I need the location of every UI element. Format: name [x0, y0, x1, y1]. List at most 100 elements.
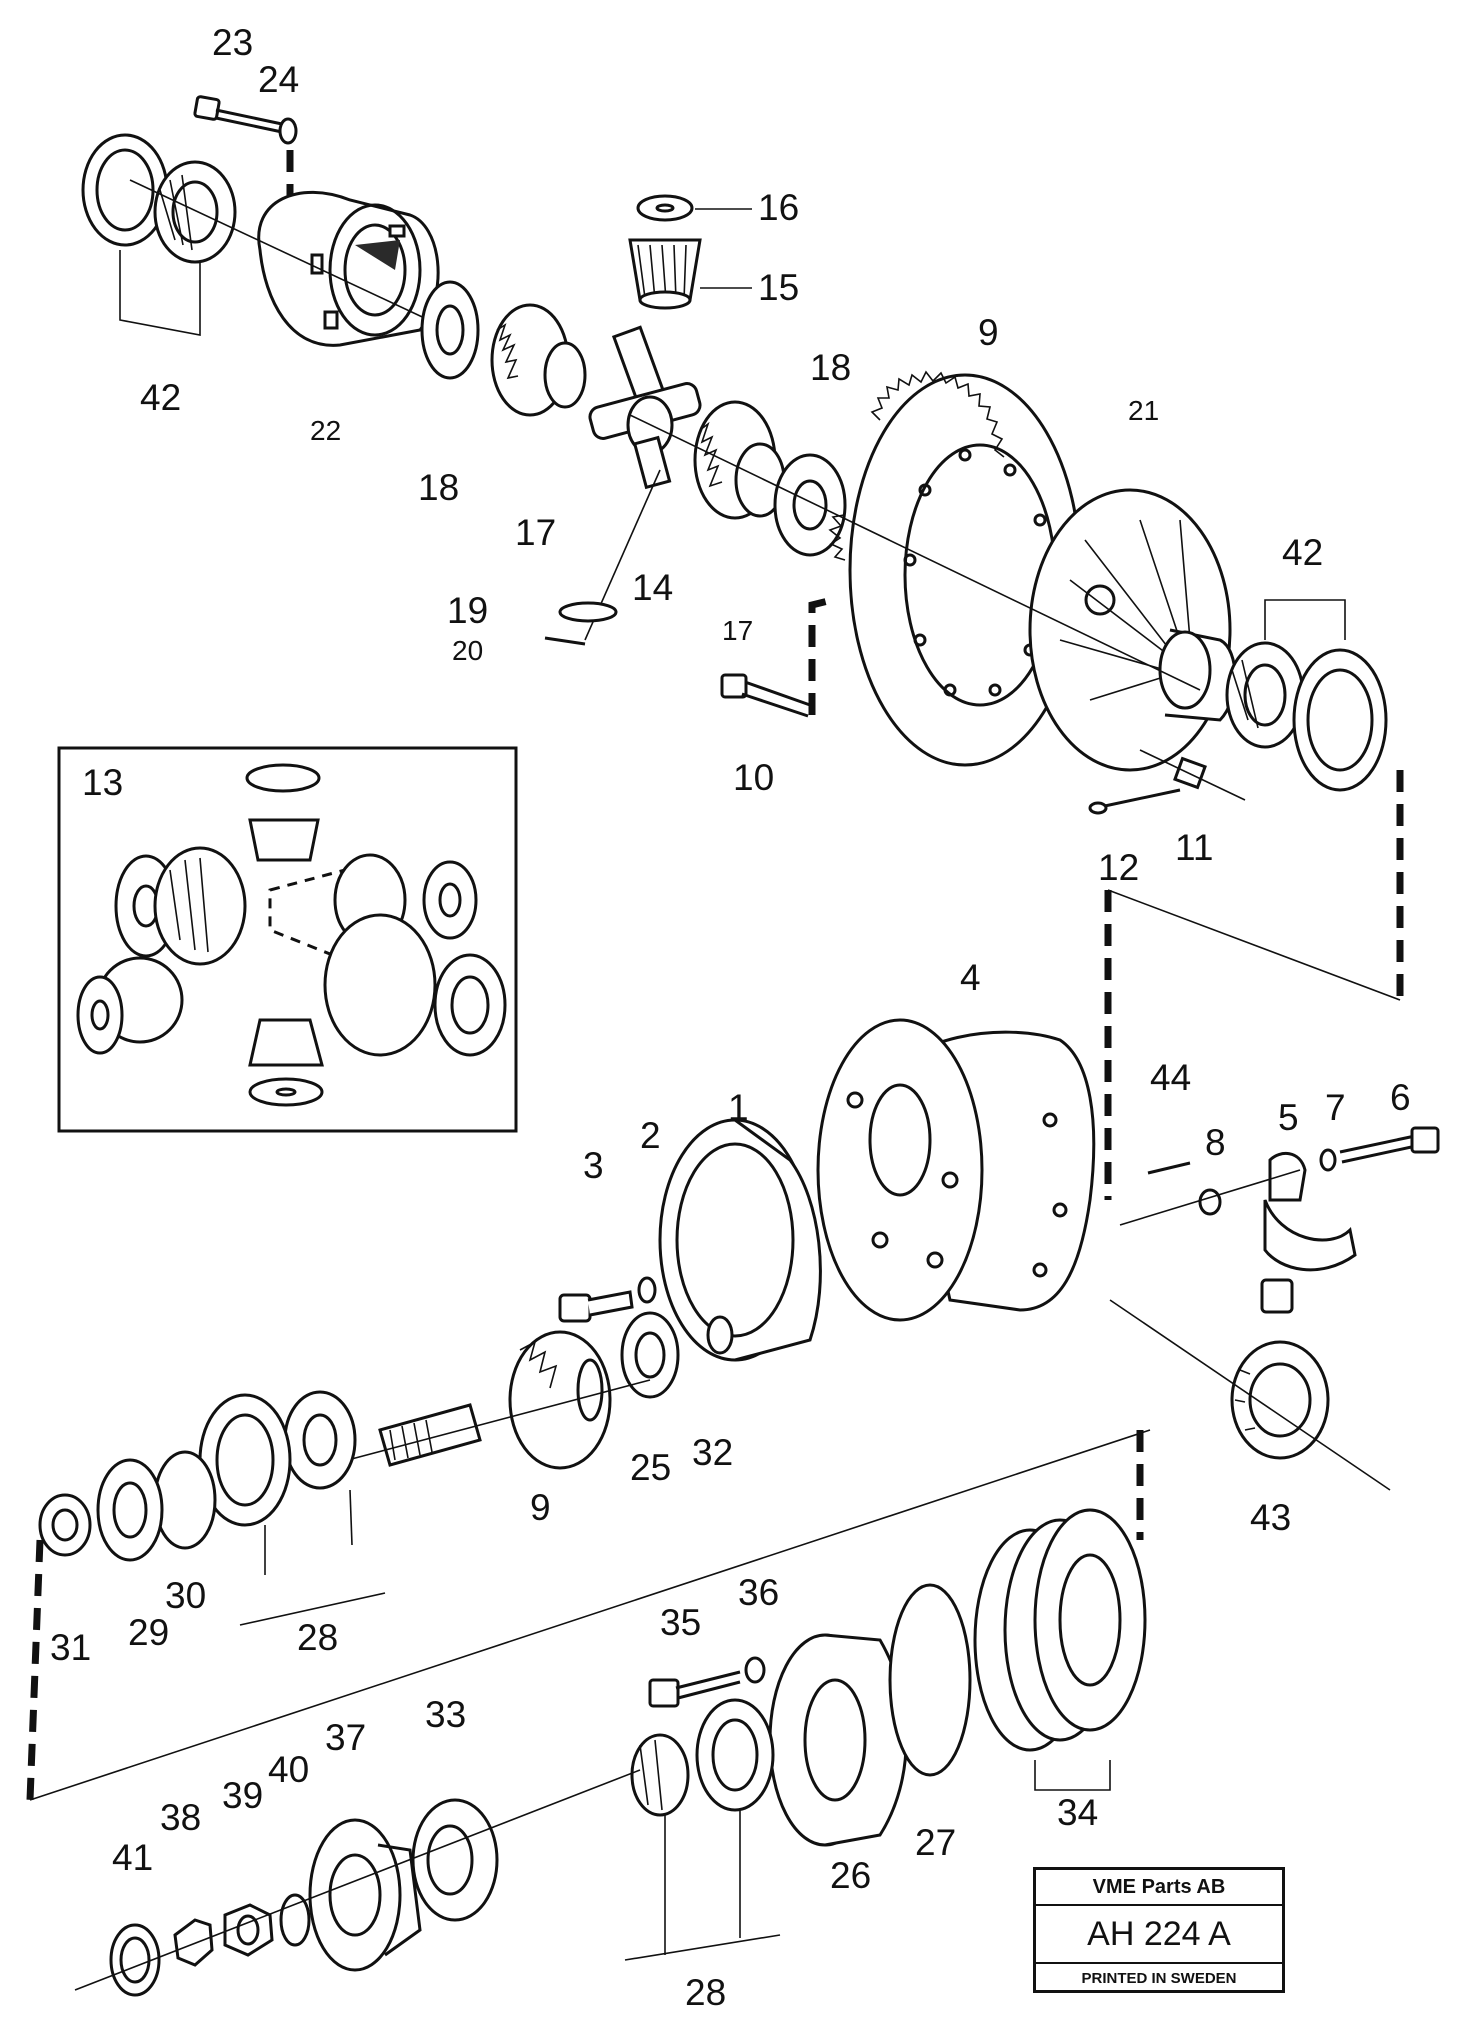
callout-9-lower: 9: [530, 1487, 551, 1528]
callout-33: 33: [425, 1694, 466, 1735]
side-gear-17-left: [490, 303, 587, 417]
callout-32: 32: [692, 1432, 733, 1473]
bearing-cone-28-lower: [630, 1733, 690, 1817]
callout-17-right: 17: [722, 615, 753, 646]
nut-11: [1139, 749, 1246, 801]
callout-18-right: 18: [810, 347, 851, 388]
callout-18-left: 18: [418, 467, 459, 508]
bolt-35: [648, 1670, 741, 1708]
callout-19: 19: [447, 590, 488, 631]
washer-40: [279, 1893, 311, 1947]
callout-3: 3: [583, 1145, 604, 1186]
companion-flange-37: [308, 1818, 422, 1972]
callout-22: 22: [310, 415, 341, 446]
lock-washer-38: [173, 1918, 214, 1967]
drawing-code: AH 224 A: [1036, 1906, 1282, 1964]
callout-36: 36: [738, 1572, 779, 1613]
crown-wheel-9: [828, 370, 1082, 767]
callout-31: 31: [50, 1627, 91, 1668]
bearing-cone-42-right: [1225, 641, 1305, 749]
callout-23: 23: [212, 22, 253, 63]
thrust-washer-19: [558, 601, 618, 623]
dash-leader-left: [26, 1539, 44, 1801]
sleeve-31: [38, 1493, 92, 1557]
dash-leader-10: [808, 596, 833, 715]
callout-42-left: 42: [140, 377, 181, 418]
seal-33: [411, 1798, 499, 1922]
callout-6: 6: [1390, 1077, 1411, 1118]
thrust-washer-18-left: [420, 280, 480, 380]
pin-20: [544, 636, 586, 646]
bearing-25: [620, 1311, 680, 1399]
brake-drum-1: [658, 1118, 822, 1362]
callout-7: 7: [1325, 1087, 1346, 1128]
callout-41: 41: [112, 1837, 153, 1878]
thrust-washer-16: [636, 194, 694, 222]
callout-10: 10: [733, 757, 774, 798]
spider-14: [584, 325, 702, 641]
callout-14: 14: [632, 567, 673, 608]
washer-2: [637, 1276, 657, 1304]
callout-4: 4: [960, 957, 981, 998]
bolt-10: [720, 673, 811, 718]
washer-24: [278, 117, 298, 145]
pinion-gear-15: [628, 238, 702, 310]
callout-28-upper: 28: [297, 1617, 338, 1658]
bearing-cone-28: [283, 1390, 357, 1490]
washer-7: [1319, 1148, 1337, 1172]
bolt-6: [1339, 1126, 1440, 1164]
bracket-28-upper: [239, 1592, 386, 1626]
callout-24: 24: [258, 59, 299, 100]
callout-42-right: 42: [1282, 532, 1323, 573]
thrust-washer-18-right: [773, 453, 847, 557]
callout-12: 12: [1098, 847, 1139, 888]
bracket-42-right: [1264, 599, 1346, 640]
callout-13: 13: [82, 762, 123, 803]
callout-15: 15: [758, 267, 799, 308]
axis-line-upper-left: [129, 179, 451, 331]
callout-21: 21: [1128, 395, 1159, 426]
bolt-3: [558, 1290, 634, 1323]
title-block: VME Parts AB AH 224 A PRINTED IN SWEDEN: [1033, 1867, 1285, 1993]
callout-5: 5: [1278, 1097, 1299, 1138]
seal-ring-32: [706, 1315, 734, 1355]
bracket-42-left: [119, 250, 201, 336]
circlip-41: [109, 1923, 161, 1997]
diff-case-half-22: [257, 190, 440, 347]
callout-26: 26: [830, 1855, 871, 1896]
callout-17-left: 17: [515, 512, 556, 553]
differential-assembly-upper: [81, 95, 1404, 1000]
bearing-cup-42-left: [81, 133, 169, 247]
company-name: VME Parts AB: [1036, 1870, 1282, 1906]
callout-38: 38: [160, 1797, 201, 1838]
bolt-23: [193, 95, 283, 134]
callout-29: 29: [128, 1612, 169, 1653]
callout-11: 11: [1175, 827, 1213, 868]
callout-9-upper: 9: [978, 312, 999, 353]
spacer-30: [153, 1450, 217, 1550]
bearing-cone-42-left: [153, 160, 237, 264]
callout-40: 40: [268, 1749, 309, 1790]
side-gear-17-right: [693, 400, 786, 520]
shim-pack-34: [973, 1508, 1147, 1752]
callout-35: 35: [660, 1602, 701, 1643]
bracket-28-lower: [624, 1934, 781, 1961]
bracket-34: [1034, 1760, 1111, 1791]
inset-diff-gear-set-13: [57, 746, 518, 1133]
callout-37: 37: [325, 1717, 366, 1758]
callout-16: 16: [758, 187, 799, 228]
nut-39: [223, 1903, 274, 1957]
callout-2: 2: [640, 1115, 661, 1156]
callout-20: 20: [452, 635, 483, 666]
clamp-5: [1260, 1151, 1357, 1314]
callout-25: 25: [630, 1447, 671, 1488]
callout-1: 1: [728, 1087, 749, 1128]
callout-28-lower: 28: [685, 1972, 726, 2013]
callout-44: 44: [1150, 1057, 1191, 1098]
callout-34: 34: [1057, 1792, 1098, 1833]
diff-case-half-21: [1028, 488, 1237, 772]
sleeve-8: [1198, 1188, 1222, 1216]
hub-housing-4: [816, 1018, 1096, 1322]
cotter-pin-12: [1088, 788, 1181, 815]
